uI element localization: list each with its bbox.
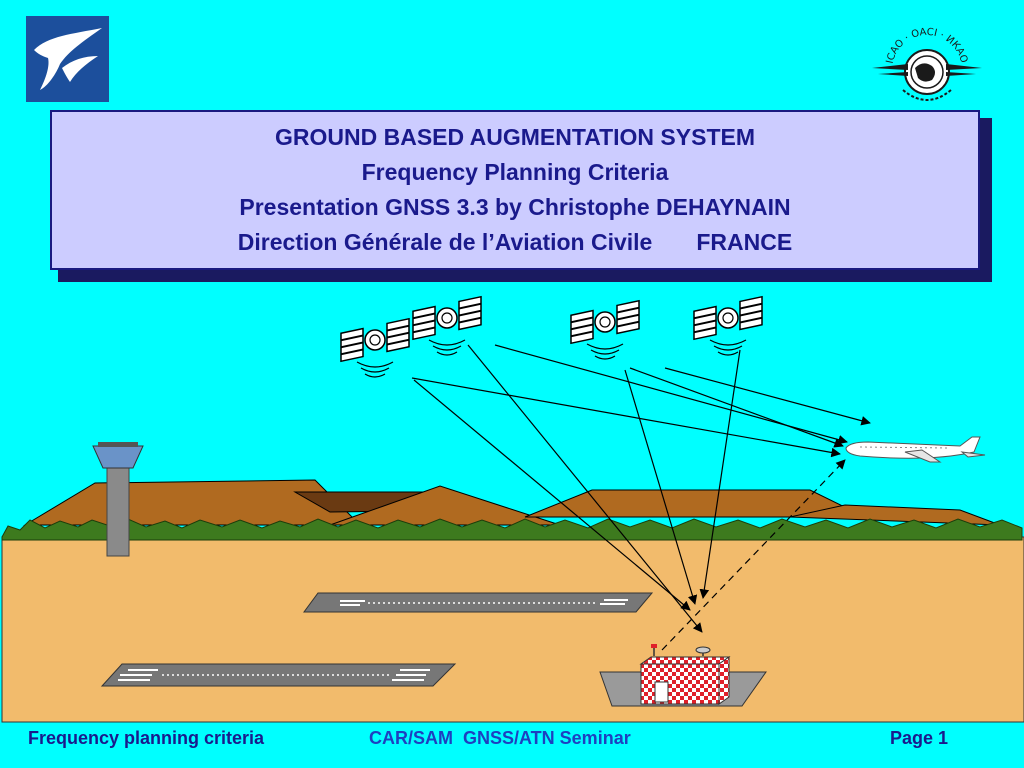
runway-1	[303, 592, 654, 613]
title-line-2: Frequency Planning Criteria	[361, 159, 669, 185]
mountain-4	[524, 489, 866, 518]
footer-event: CAR/SAM GNSS/ATN Seminar	[369, 728, 631, 748]
satellite-icon-4	[693, 295, 763, 356]
satellite-icon-2	[412, 295, 482, 356]
ground-station-icon	[599, 644, 767, 707]
footer-topic: Frequency planning criteria	[28, 728, 265, 748]
aircraft-icon	[845, 436, 986, 463]
vegetation-strip	[1, 518, 1023, 541]
title-line-4-country: FRANCE	[696, 229, 793, 255]
page-number: Page 1	[890, 728, 949, 748]
title-box: GROUND BASED AUGMENTATION SYSTEM Frequen…	[50, 110, 980, 270]
mountain-1	[23, 479, 362, 526]
control-tower-icon	[92, 442, 144, 557]
satellite-icon-3	[570, 299, 640, 360]
title-line-3: Presentation GNSS 3.3 by Christophe DEHA…	[239, 194, 791, 220]
title-line-4-org: Direction Générale de l’Aviation Civile	[237, 229, 653, 255]
bird-logo-icon	[26, 16, 109, 102]
runway-2	[100, 663, 457, 687]
icao-emblem-icon: ICAO · OACI · ИКАО	[868, 18, 986, 112]
title-line-1: GROUND BASED AUGMENTATION SYSTEM	[274, 124, 756, 150]
signal-lines	[411, 344, 871, 651]
mountain-5	[789, 504, 1001, 526]
title-line-4: Direction Générale de l’Aviation Civile F…	[238, 225, 792, 260]
ground-area	[1, 536, 1024, 723]
satellite-icon-1	[340, 317, 410, 378]
